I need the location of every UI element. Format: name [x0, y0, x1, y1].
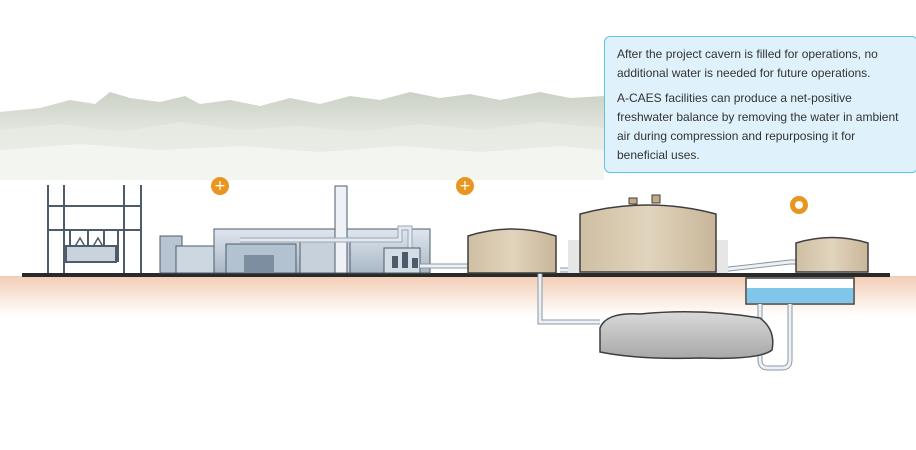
mountain-range — [0, 92, 604, 180]
compression-plant — [159, 185, 431, 274]
plant-info-button[interactable]: + — [211, 177, 229, 195]
electrical-substation — [47, 185, 142, 273]
storage-info-button[interactable]: + — [456, 177, 474, 195]
info-callout: After the project cavern is filled for o… — [604, 36, 916, 173]
storage-tank-right — [795, 236, 869, 273]
compensation-reservoir — [568, 194, 728, 273]
ground-line — [22, 273, 890, 277]
water-tank — [745, 277, 855, 371]
storage-cavern — [599, 311, 774, 360]
callout-paragraph: After the project cavern is filled for o… — [617, 47, 878, 80]
callout-paragraph: A-CAES facilities can produce a net-posi… — [617, 91, 899, 162]
storage-tank-left — [467, 228, 557, 274]
water-info-button[interactable] — [790, 196, 808, 214]
